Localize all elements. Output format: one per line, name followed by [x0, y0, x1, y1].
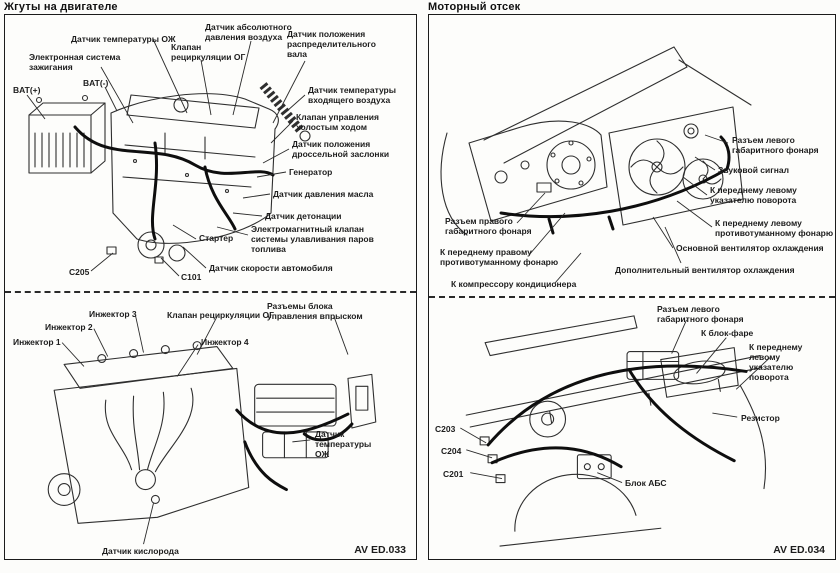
figure-engine-bay-bottom: Разъем левого габаритного фонаря К блок-… — [429, 296, 835, 559]
label-generator: Генератор — [289, 167, 333, 177]
label-connector-c101: C101 — [181, 272, 202, 282]
label-right-marker-lamp-connector: Разъем правого габаритного фонаря — [445, 216, 532, 237]
label-injector-1: Инжектор 1 — [13, 337, 61, 347]
label-map-sensor: Датчик абсолютного давления воздуха — [205, 22, 292, 43]
label-main-cooling-fan: Основной вентилятор охлаждения — [676, 243, 824, 253]
panel-engine-bay: Разъем левого габаритного фонаря Звуково… — [428, 14, 836, 560]
label-camshaft-sensor: Датчик положения распределительного вала — [287, 29, 376, 60]
label-injection-ecu-connectors: Разъемы блока управления впрыском — [267, 301, 363, 322]
label-intake-air-temp-sensor: Датчик температуры входящего воздуха — [308, 85, 397, 106]
label-injector-3: Инжектор 3 — [89, 309, 137, 319]
label-oil-pressure-sensor: Датчик давления масла — [273, 189, 374, 199]
leader-lines — [516, 134, 729, 284]
label-electronic-ignition: Электронная система зажигания — [29, 52, 121, 73]
label-abs-unit: Блок АБС — [625, 478, 667, 488]
label-headlamp-unit: К блок-фаре — [701, 328, 754, 338]
engine-top-drawing — [26, 38, 311, 277]
label-auxiliary-cooling-fan: Дополнительный вентилятор охлаждения — [615, 265, 795, 275]
label-evap-solenoid-valve: Электромагнитный клапан системы улавлива… — [251, 224, 374, 255]
figure-code-034: AV ED.034 — [773, 544, 825, 556]
label-vehicle-speed-sensor: Датчик скорости автомобиля — [209, 263, 333, 273]
panel-title-engine-bay: Моторный отсек — [428, 1, 521, 13]
figure-engine-bay-top: Разъем левого габаритного фонаря Звуково… — [429, 15, 835, 296]
label-egr-valve-2: Клапан рециркуляции ОГ — [167, 310, 274, 320]
engine-bottom-drawing — [47, 315, 377, 545]
panel-title-engine-harness: Жгуты на двигателе — [4, 1, 118, 13]
label-connector-c201: C201 — [443, 469, 464, 479]
label-front-left-turn-signal: К переднему левому указателю поворота — [710, 185, 797, 206]
label-oxygen-sensor: Датчик кислорода — [102, 546, 179, 556]
label-coolant-temp-sensor: Датчик температуры ОЖ — [71, 34, 176, 44]
label-throttle-sensor: Датчик положения дроссельной заслонки — [292, 139, 390, 160]
label-bat-plus: BAT(+) — [13, 85, 41, 95]
leader-lines — [61, 315, 349, 545]
label-resistor: Резистор — [741, 413, 780, 423]
label-left-marker-lamp-connector-2: Разъем левого габаритного фонаря — [657, 304, 744, 325]
label-injector-4: Инжектор 4 — [201, 337, 249, 347]
engine-bay-bottom-drawing — [460, 315, 771, 547]
label-egr-valve: Клапан рециркуляции ОГ — [171, 42, 246, 63]
label-horn: Звуковой сигнал — [718, 165, 790, 175]
figure-code-033: AV ED.033 — [354, 544, 406, 556]
leader-lines — [460, 319, 771, 484]
label-front-left-fog-lamp: К переднему левому противотуманному фона… — [715, 218, 834, 239]
label-bat-minus: BAT(-) — [83, 78, 109, 88]
label-left-marker-lamp-connector: Разъем левого габаритного фонаря — [732, 135, 819, 156]
label-idle-control-valve: Клапан управления холостым ходом — [296, 112, 379, 133]
figure-engine-harness-top: Датчик температуры ОЖ Электронная систем… — [5, 15, 416, 291]
label-knock-sensor: Датчик детонации — [265, 211, 342, 221]
label-injector-2: Инжектор 2 — [45, 322, 93, 332]
panel-engine-harness: Датчик температуры ОЖ Электронная систем… — [4, 14, 417, 560]
label-connector-c203: C203 — [435, 424, 456, 434]
label-front-left-turn-signal-2: К переднему левому указателю поворота — [749, 342, 803, 383]
leader-lines — [26, 38, 306, 277]
label-connector-c204: C204 — [441, 446, 462, 456]
label-starter: Стартер — [199, 233, 234, 243]
engine-bay-top-drawing — [440, 46, 752, 284]
label-front-right-fog-lamp: К переднему правому противотуманному фон… — [440, 247, 559, 268]
label-ac-compressor: К компрессору кондиционера — [451, 279, 577, 289]
figure-engine-harness-bottom: Инжектор 1 Инжектор 2 Инжектор 3 Клапан … — [5, 291, 416, 559]
label-coolant-temp-sensor-2: Датчик температуры ОЖ — [315, 429, 372, 460]
label-connector-c205: C205 — [69, 267, 90, 277]
